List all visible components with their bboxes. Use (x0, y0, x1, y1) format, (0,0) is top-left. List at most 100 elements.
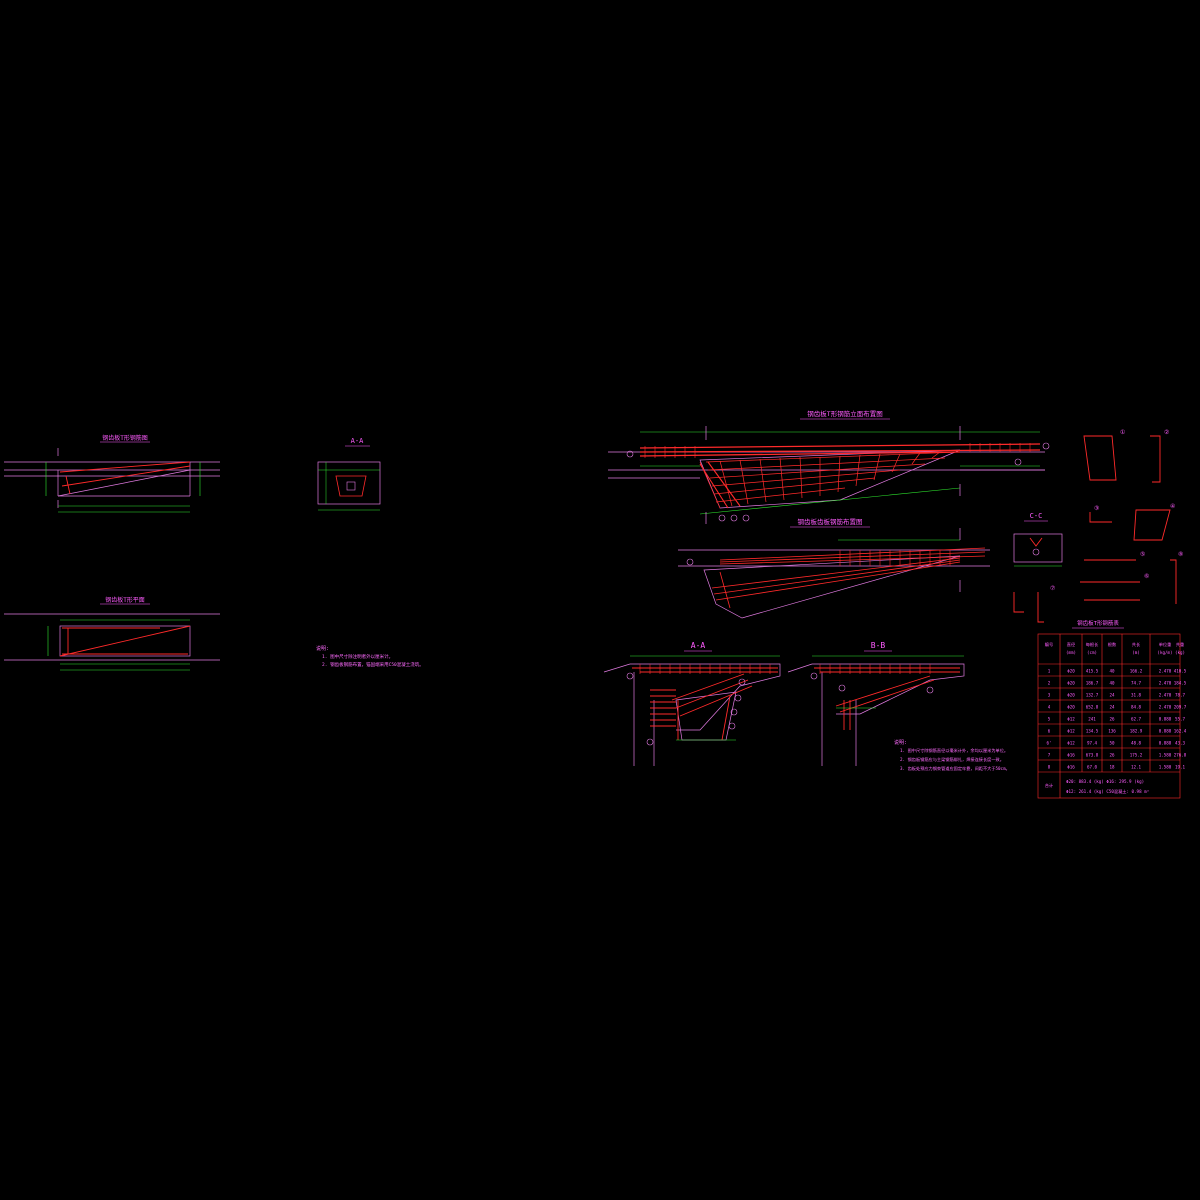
table-cell: Φ20 (1067, 705, 1075, 710)
table-cell: 26 (1109, 753, 1115, 758)
shape-label: ③ (1094, 505, 1099, 512)
left-plan-view: 钢齿板T形平面 (4, 596, 220, 671)
table-cell: 24 (1109, 705, 1115, 710)
table-title: 钢齿板T形钢筋表 (1077, 619, 1119, 627)
right-notes-heading: 说明: (894, 739, 907, 746)
secondary-elevation-title: 钢齿板齿板钢筋布置图 (798, 517, 863, 526)
table-cell: 5 (1048, 717, 1051, 722)
right-note-line: 1. 图中尺寸除钢筋直径以毫米计外，余均以厘米为单位。 (900, 747, 1008, 754)
table-cell: 241 (1088, 717, 1096, 722)
bar-shape-3 (1089, 512, 1112, 523)
table-header-cell: 根数 (1108, 641, 1117, 648)
table-cell: Φ16 (1067, 753, 1075, 758)
left-notes: 说明: 1. 图中尺寸除注明者外以厘米计。 2. 钢齿板钢筋布置，锚固端采用C5… (316, 645, 424, 668)
table-cell: 2.470 (1159, 669, 1172, 674)
bar-shape-7 (1013, 592, 1024, 613)
table-cell: Φ16 (1067, 765, 1075, 770)
table-header-cell: (kg) (1175, 650, 1185, 655)
table-cell: 62.7 (1131, 717, 1142, 722)
bar-shape-9 (1170, 559, 1177, 604)
table-cell: 8 (1048, 765, 1051, 770)
shape-label: ④ (1170, 503, 1175, 510)
table-cell: 175.2 (1130, 753, 1143, 758)
table-cell: 48.8 (1131, 741, 1142, 746)
table-cell: 24 (1109, 693, 1115, 698)
table-cell: 0.888 (1159, 729, 1172, 734)
table-cell: 132.7 (1086, 693, 1099, 698)
table-total-line: Φ12: 261.4 (kg) C50混凝土: 0.98 m³ (1066, 788, 1149, 795)
table-cell: 3 (1048, 693, 1051, 698)
bar-shapes (1013, 435, 1177, 623)
section-aa-view: A-A (603, 641, 781, 766)
shape-label: ⑦ (1050, 585, 1055, 592)
main-elevation-title: 钢齿板T形钢筋立面布置图 (807, 409, 882, 418)
table-cell: 31.8 (1131, 693, 1142, 698)
table-cell: 410.5 (1174, 669, 1187, 674)
table-header-cell: (mm) (1066, 650, 1076, 655)
table-cell: 67.0 (1087, 765, 1098, 770)
table-cell: 26 (1109, 717, 1115, 722)
left-section-aa-title: A-A (351, 437, 364, 445)
right-note-line: 3. 齿板处预应力钢束管道应固定牢靠，间距不大于50cm。 (900, 765, 1010, 772)
table-total-line: Φ20: 883.4 (kg) Φ16: 295.9 (kg) (1066, 779, 1144, 784)
bar-shape-4 (1133, 509, 1171, 541)
table-cell: 55.7 (1175, 717, 1186, 722)
table-cell: 162.4 (1174, 729, 1187, 734)
shape-label: ② (1164, 429, 1169, 436)
bar-shape-8 (1037, 592, 1044, 623)
table-cell: Φ12 (1067, 717, 1075, 722)
table-cell: 2.470 (1159, 681, 1172, 686)
table-header-cell: 共重 (1176, 641, 1184, 648)
table-cell: 186.7 (1086, 681, 1099, 686)
table-cell: 40 (1109, 669, 1115, 674)
table-header-cell: (cm) (1087, 650, 1097, 655)
table-cell: 415.5 (1086, 669, 1099, 674)
right-note-line: 2. 钢齿板钢筋应与主梁钢筋绑扎，焊接连接长度一致。 (900, 756, 1004, 763)
section-cc-view: C-C (1013, 512, 1063, 567)
table-cell: 134.5 (1086, 729, 1099, 734)
table-cell: 1.580 (1159, 765, 1172, 770)
shape-label: ⑧ (1178, 551, 1183, 558)
table-cell: 166.2 (1130, 669, 1143, 674)
left-section-aa-view: A-A (317, 437, 381, 511)
section-bb-title: B-B (871, 641, 886, 650)
rebar-mesh (639, 443, 1041, 509)
table-cell: 4 (1048, 705, 1051, 710)
table-cell: 40 (1109, 681, 1115, 686)
table-header-cell: 单位重 (1159, 641, 1172, 648)
main-elevation-view: 钢齿板T形钢筋立面布置图 (608, 409, 1050, 524)
bar-shape-2 (1150, 435, 1161, 483)
table-cell: 84.8 (1131, 705, 1142, 710)
bar-shape-labels: ① ② ③ ④ ⑤ ⑥ ⑦ ⑧ (1050, 429, 1183, 592)
table-cell: 50 (1109, 741, 1115, 746)
table-header-cell: 编号 (1045, 641, 1053, 648)
table-cell: 136 (1108, 729, 1116, 734)
table-cell: 19.1 (1175, 765, 1186, 770)
table-cell: Φ12 (1067, 729, 1075, 734)
left-elevation-title: 钢齿板T形钢筋图 (102, 434, 148, 442)
table-cell: 184.5 (1174, 681, 1187, 686)
table-cell: 6 (1048, 729, 1051, 734)
table-cell: 78.7 (1175, 693, 1186, 698)
table-cell: 6' (1046, 741, 1051, 746)
table-header-cell: (kg/m) (1157, 650, 1172, 655)
table-cell: 276.8 (1174, 753, 1187, 758)
table-cell: Φ20 (1067, 681, 1075, 686)
table-total-label: 合计 (1045, 782, 1053, 789)
table-cell: Φ20 (1067, 693, 1075, 698)
left-notes-heading: 说明: (316, 645, 329, 652)
left-note-line: 1. 图中尺寸除注明者外以厘米计。 (322, 653, 393, 660)
table-cell: 74.7 (1131, 681, 1142, 686)
table-cell: Φ12 (1067, 741, 1075, 746)
section-cc-title: C-C (1030, 512, 1043, 520)
table-cell: 1.580 (1159, 753, 1172, 758)
table-cell: 0.888 (1159, 717, 1172, 722)
table-cell: 7 (1048, 753, 1051, 758)
table-cell: 12.1 (1131, 765, 1142, 770)
right-notes: 说明: 1. 图中尺寸除钢筋直径以毫米计外，余均以厘米为单位。 2. 钢齿板钢筋… (894, 739, 1010, 772)
shape-label: ① (1120, 429, 1125, 436)
bar-shape-1 (1083, 435, 1117, 481)
table-header-cell: 共长 (1132, 641, 1141, 648)
